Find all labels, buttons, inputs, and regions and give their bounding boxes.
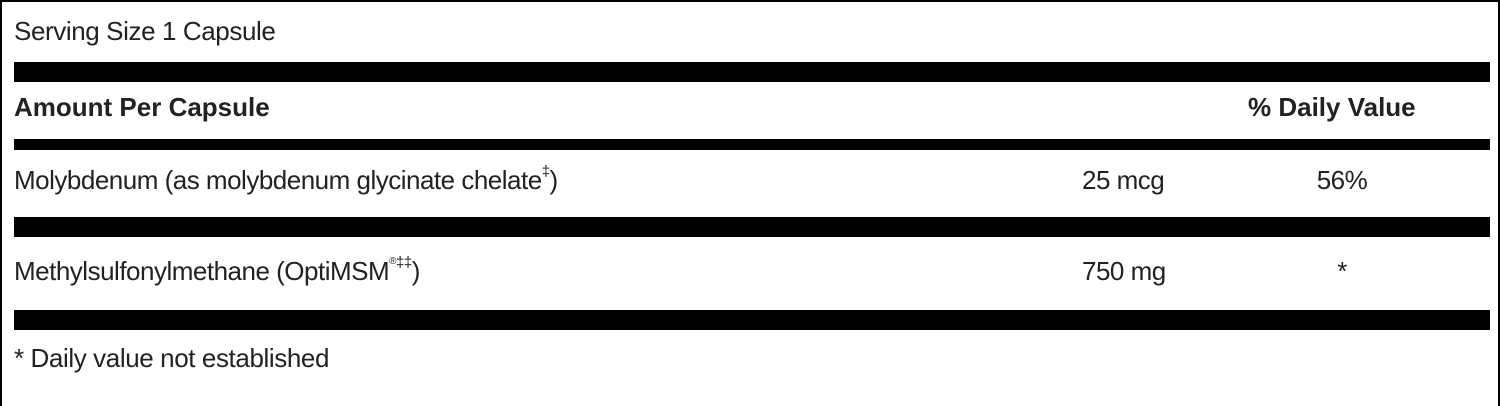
ingredient-daily-value: * (1337, 256, 1347, 286)
thick-divider (14, 62, 1490, 82)
ingredient-name: Methylsulfonylmethane (OptiMSM®‡‡) (14, 254, 420, 286)
daily-value-header: % Daily Value (1248, 92, 1416, 122)
amount-per-capsule-header: Amount Per Capsule (14, 92, 270, 122)
serving-size: Serving Size 1 Capsule (14, 16, 276, 46)
ingredient-amount: 750 mg (1082, 256, 1166, 286)
ingredient-amount: 25 mcg (1082, 165, 1165, 195)
footnote-mark: ‡‡ (396, 254, 412, 271)
ingredient-name: Molybdenum (as molybdenum glycinate chel… (14, 163, 558, 195)
medium-divider (14, 139, 1490, 150)
thick-divider (14, 310, 1490, 330)
ingredient-daily-value: 56% (1316, 165, 1368, 195)
thick-divider (14, 217, 1490, 237)
registered-trademark-mark: ® (389, 256, 397, 267)
footnote: * Daily value not established (14, 343, 330, 373)
footnote-mark: ‡ (541, 163, 550, 180)
